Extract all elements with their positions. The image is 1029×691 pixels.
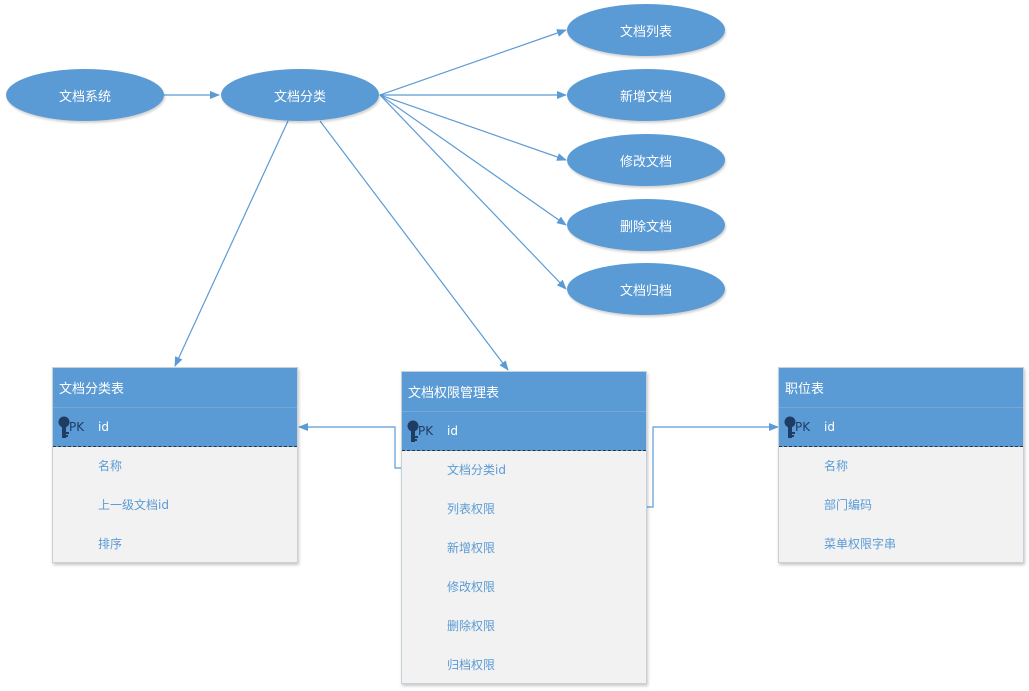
table-field[interactable]: 新增权限 <box>447 541 496 555</box>
relation-permission-to-position-table <box>647 423 779 508</box>
arrow-category-to-doc-list <box>379 29 567 96</box>
arrow-category-to-edit-doc <box>379 94 567 161</box>
table-position-header: 职位表 <box>779 368 1023 408</box>
pk-field-name: id <box>447 424 458 438</box>
table-field[interactable]: 部门编码 <box>824 498 873 512</box>
arrow-category-to-delete-doc <box>379 94 567 226</box>
node-delete-doc[interactable]: 删除文档 <box>567 199 725 251</box>
table-field[interactable]: 修改权限 <box>447 580 496 594</box>
pk-label: PK <box>418 424 434 438</box>
table-field[interactable]: 名称 <box>824 459 849 473</box>
table-doc-permission[interactable]: 文档权限管理表 PK id 文档分类id 列表权限 新增权限 修改权限 删除权限… <box>401 371 647 684</box>
arrow-category-to-permission-table <box>319 120 509 371</box>
table-doc-category[interactable]: 文档分类表 PK id 名称 上一级文档id 排序 <box>52 367 298 563</box>
relation-permission-to-category-table <box>298 423 402 469</box>
arrow-category-to-archive-doc <box>379 94 567 290</box>
key-icon <box>407 420 419 442</box>
pk-label: PK <box>795 420 811 434</box>
table-field[interactable]: 排序 <box>98 537 123 551</box>
node-doc-category[interactable]: 文档分类 <box>221 69 379 121</box>
table-field[interactable]: 列表权限 <box>447 502 496 516</box>
pk-field-name: id <box>824 420 835 434</box>
node-doc-list[interactable]: 文档列表 <box>567 4 725 56</box>
table-position[interactable]: 职位表 PK id 名称 部门编码 菜单权限字串 <box>778 367 1024 563</box>
table-field[interactable]: 上一级文档id <box>98 498 169 512</box>
pk-label: PK <box>69 420 85 434</box>
table-position-pk-row[interactable]: PK id <box>779 408 1023 447</box>
table-doc-category-header: 文档分类表 <box>53 368 297 408</box>
key-icon <box>58 416 70 438</box>
node-add-doc[interactable]: 新增文档 <box>567 69 725 121</box>
arrow-category-to-category-table <box>174 120 289 367</box>
table-field[interactable]: 删除权限 <box>447 619 496 633</box>
pk-field-name: id <box>98 420 109 434</box>
node-doc-system[interactable]: 文档系统 <box>6 69 164 121</box>
table-field[interactable]: 菜单权限字串 <box>824 537 897 551</box>
table-field[interactable]: 名称 <box>98 459 123 473</box>
table-field[interactable]: 文档分类id <box>447 463 506 477</box>
table-doc-category-pk-row[interactable]: PK id <box>53 408 297 447</box>
table-doc-permission-pk-row[interactable]: PK id <box>402 412 646 451</box>
key-icon <box>784 416 796 438</box>
table-field[interactable]: 归档权限 <box>447 658 496 672</box>
table-doc-permission-header: 文档权限管理表 <box>402 372 646 412</box>
node-archive-doc[interactable]: 文档归档 <box>567 263 725 315</box>
node-edit-doc[interactable]: 修改文档 <box>567 134 725 186</box>
